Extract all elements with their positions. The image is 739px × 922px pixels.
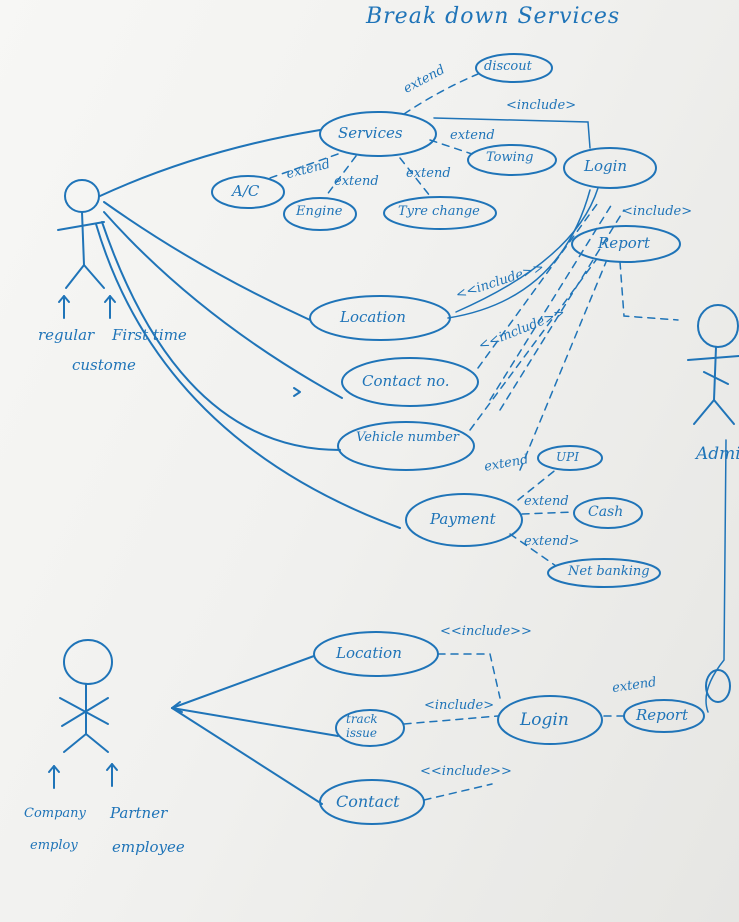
relation-extend-cash: extend (524, 494, 569, 509)
admin-actor (687, 304, 739, 425)
use-case-discount: discout (484, 59, 532, 74)
customer-use-case-shapes (211, 53, 681, 588)
customer-associations (95, 129, 401, 529)
employee-actor-label-company: Company (24, 806, 86, 821)
relation-extend-tyre: extend (406, 166, 451, 181)
employee-use-case-location: Location (336, 644, 402, 662)
use-case-payment: Payment (430, 510, 496, 528)
diagram-title: Break down Services (366, 4, 621, 29)
customer-relationships (269, 73, 727, 713)
relation-include-report: <include> (622, 204, 693, 219)
use-case-towing: Towing (486, 150, 534, 165)
use-case-location: Location (340, 308, 406, 326)
use-case-vehicle-number: Vehicle number (356, 430, 459, 445)
employee-actor (48, 639, 118, 789)
employee-relation-include-track: <include> (424, 698, 495, 713)
use-case-upi: UPI (556, 450, 579, 464)
use-case-login: Login (584, 157, 628, 175)
customer-actor (57, 179, 116, 319)
employee-use-case-report: Report (636, 706, 689, 724)
use-case-engine: Engine (296, 204, 343, 219)
relation-extend-engine: extend (334, 174, 379, 189)
use-case-report: Report (598, 234, 651, 252)
employee-use-case-track-issue: track issue (346, 712, 378, 740)
customer-actor-label-regular: regular (38, 326, 95, 344)
use-case-cash: Cash (588, 504, 624, 520)
employee-use-case-contact: Contact (336, 792, 400, 811)
relation-extend-towing: extend (450, 128, 495, 143)
use-case-services: Services (338, 124, 403, 142)
relation-include-login: <include> (506, 98, 577, 113)
use-case-ac: A/C (232, 182, 260, 200)
employee-actor-label-partner: Partner (110, 804, 168, 822)
employee-associations (171, 653, 627, 805)
use-case-contact-no: Contact no. (362, 372, 450, 390)
customer-actor-label-first-time: First time (112, 326, 187, 344)
employee-actor-label-employ: employ (30, 838, 78, 853)
use-case-tyre-change: Tyre change (398, 204, 480, 219)
admin-actor-label: Admin (696, 444, 739, 464)
employee-actor-label-employee: employee (112, 838, 185, 856)
employee-use-case-shapes (313, 631, 731, 825)
employee-relation-include-contact: <<include>> (420, 764, 512, 779)
use-case-net-banking: Net banking (568, 564, 650, 579)
relation-extend-netbanking: extend> (524, 534, 580, 549)
employee-use-case-login: Login (520, 710, 569, 730)
employee-relation-include-location: <<include>> (440, 624, 532, 639)
customer-actor-label-customer: custome (72, 356, 136, 374)
